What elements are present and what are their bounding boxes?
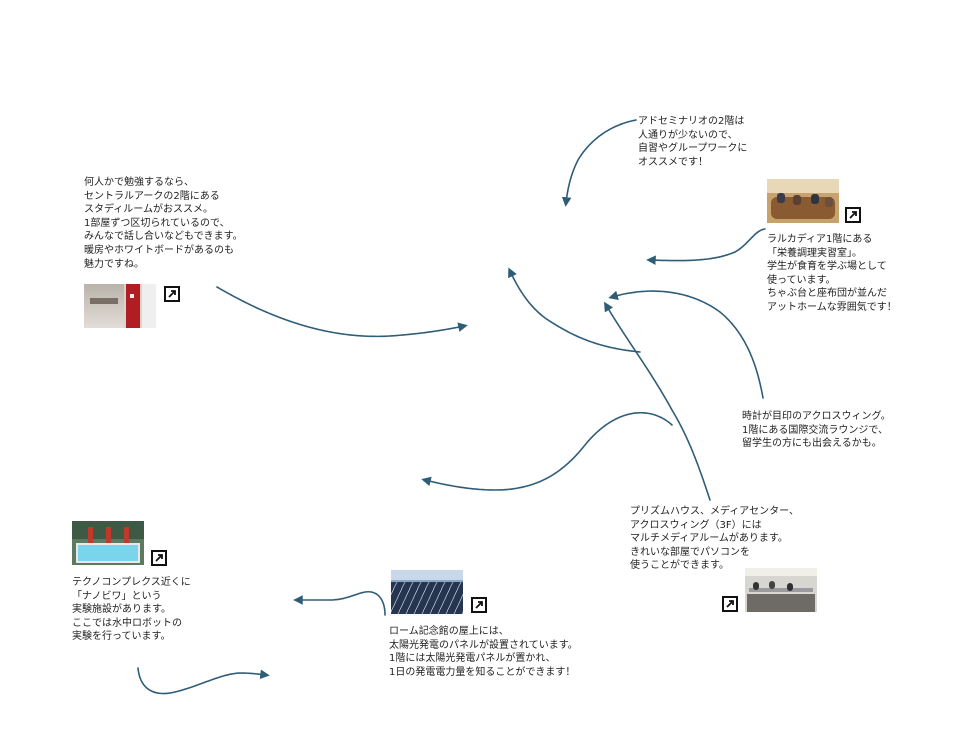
external-link-icon[interactable] (151, 550, 167, 566)
note-line: 人通りが少ないので、 (638, 129, 738, 141)
note-line: マルチメディアルームがあります。 (630, 533, 788, 545)
note-across-wing: 時計が目印のアクロスウィング。 1階にある国際交流ラウンジで、 留学生の方にも出… (742, 410, 891, 451)
note-line: アットホームな雰囲気です！ (767, 301, 897, 313)
note-line: 「ナノビワ」という (72, 590, 162, 602)
arrow-media-room (604, 301, 711, 501)
nanobiwa-photo[interactable] (72, 521, 144, 565)
note-line: 実験施設があります。 (72, 604, 171, 616)
note-line: 学生が食育を学ぶ場として (767, 261, 887, 273)
note-line: プリズムハウス、メディアセンター、 (630, 506, 799, 517)
note-line: きれいな部屋でパソコンを (630, 546, 750, 558)
arrow-media-left (421, 412, 673, 491)
note-solar: ローム記念館の屋上には、 太陽光発電のパネルが設置されています。 1階には太陽光… (389, 625, 578, 679)
external-link-icon[interactable] (164, 286, 180, 302)
note-line: 留学生の方にも出会えるかも。 (742, 438, 882, 450)
external-link-icon[interactable] (471, 597, 487, 613)
note-line: みんなで話し合いなどもできます。 (84, 231, 243, 243)
note-line: 実験を行っています。 (72, 631, 171, 643)
note-line: 太陽光発電のパネルが設置されています。 (389, 639, 578, 651)
media-room-photo[interactable] (745, 568, 817, 612)
note-adseminario: アドセミナリオの2階は 人通りが少ないので、 自習やグループワークに オススメで… (638, 115, 747, 169)
note-line: ここでは水中ロボットの (72, 617, 182, 629)
note-line: セントラルアークの2階にある (84, 190, 220, 202)
note-line: 使うことができます。 (630, 560, 729, 572)
arrow-nanobiwa (137, 667, 270, 695)
arrow-larcadia (646, 228, 766, 265)
note-line: 魅力ですね。 (84, 258, 144, 270)
note-line: 「栄養調理実習室」。 (767, 247, 862, 259)
note-line: 1階には太陽光発電パネルが置かれ、 (389, 653, 556, 665)
note-line: 1日の発電電力量を知ることができます！ (389, 666, 576, 678)
note-line: オススメです！ (638, 156, 708, 168)
external-link-icon[interactable] (722, 596, 738, 612)
note-line: 1部屋ずつ区切られているので、 (84, 217, 230, 229)
larcadia-photo[interactable] (767, 179, 839, 223)
arrow-center-up (508, 267, 641, 353)
note-line: 1階にある国際交流ラウンジで、 (742, 424, 888, 436)
solar-panel-photo[interactable] (391, 570, 463, 614)
note-larcadia: ラルカディア1階にある 「栄養調理実習室」。 学生が食育を学ぶ場として 使ってい… (767, 233, 897, 315)
note-line: アクロスウィング（3F）には (630, 519, 762, 531)
note-line: ラルカディア1階にある (767, 234, 873, 245)
note-study-room: 何人かで勉強するなら、 セントラルアークの2階にある スタディルームがおススメ。… (84, 176, 243, 271)
study-room-photo[interactable] (84, 284, 156, 328)
note-media-room: プリズムハウス、メディアセンター、 アクロスウィング（3F）には マルチメディア… (630, 505, 799, 573)
note-line: 使っています。 (767, 274, 836, 286)
arrow-across-wing (608, 290, 764, 399)
note-line: ローム記念館の屋上には、 (389, 626, 509, 637)
note-line: テクノコンプレクス近くに (72, 577, 191, 588)
note-line: 自習やグループワークに (638, 143, 748, 155)
note-nanobiwa: テクノコンプレクス近くに 「ナノビワ」という 実験施設があります。 ここでは水中… (72, 576, 191, 644)
note-line: アドセミナリオの2階は (638, 116, 745, 127)
note-line: ちゃぶ台と座布団が並んだ (767, 288, 887, 300)
arrow-solar (293, 590, 386, 616)
arrow-adseminario (561, 119, 637, 207)
arrow-study-room (216, 286, 468, 338)
note-line: 暖房やホワイトボードがあるのも (84, 244, 234, 256)
note-line: スタディルームがおススメ。 (84, 204, 213, 216)
external-link-icon[interactable] (845, 207, 861, 223)
note-line: 時計が目印のアクロスウィング。 (742, 411, 891, 422)
note-line: 何人かで勉強するなら、 (84, 177, 194, 188)
